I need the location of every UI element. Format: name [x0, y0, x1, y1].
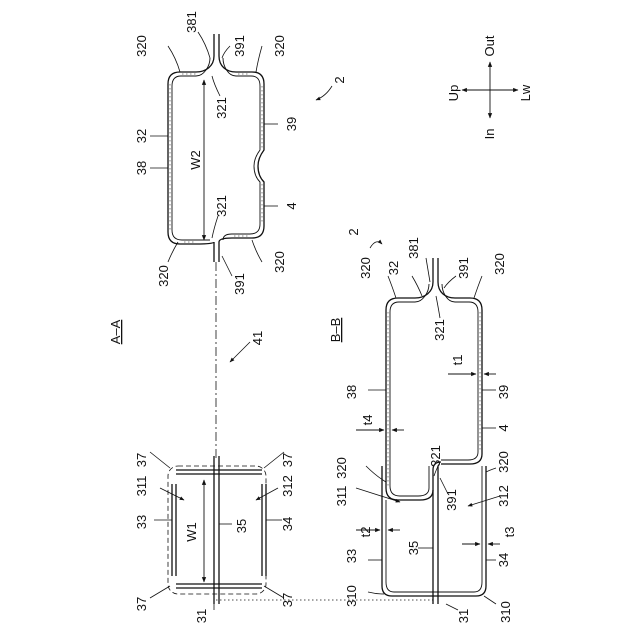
label-t4: t4 [360, 415, 375, 426]
section-aa-title: A–A [108, 319, 123, 344]
label-391-b1: 391 [456, 257, 471, 279]
label-32-a: 32 [134, 129, 149, 143]
label-320-a1: 320 [134, 35, 149, 57]
label-t2: t2 [358, 527, 373, 538]
label-312-a: 312 [280, 475, 295, 497]
label-t1: t1 [450, 355, 465, 366]
label-320-a4: 320 [272, 251, 287, 273]
section-bb-title: B–B [328, 318, 343, 343]
label-2-a: 2 [332, 76, 347, 83]
label-391-a2: 391 [232, 273, 247, 295]
label-320-b3: 320 [334, 457, 349, 479]
label-381-a: 381 [184, 11, 199, 33]
direction-in-label: In [482, 129, 497, 140]
label-310-b1: 310 [344, 585, 359, 607]
label-4-a: 4 [284, 202, 299, 209]
label-321-b2: 321 [428, 445, 443, 467]
label-391-a1: 391 [232, 35, 247, 57]
label-320-a3: 320 [156, 265, 171, 287]
label-310-b2: 310 [498, 601, 513, 623]
label-320-b2: 320 [492, 253, 507, 275]
direction-up-label: Up [446, 85, 461, 102]
label-38-a: 38 [134, 161, 149, 175]
label-35-b: 35 [406, 541, 421, 555]
label-321-a1: 321 [214, 97, 229, 119]
label-320-b4: 320 [496, 451, 511, 473]
bb-outer-member-39 [438, 282, 482, 464]
label-37-a3: 37 [134, 597, 149, 611]
aa-inner-member-38 [168, 56, 214, 244]
reference-labels: A–A B–B 320 381 391 320 321 32 38 W2 39 … [108, 11, 517, 623]
label-38-b: 38 [344, 385, 359, 399]
label-37-a2: 37 [280, 453, 295, 467]
label-t3: t3 [502, 527, 517, 538]
label-32-b: 32 [386, 261, 401, 275]
label-34-b: 34 [496, 553, 511, 567]
label-41: 41 [250, 331, 265, 345]
label-320-b1: 320 [358, 257, 373, 279]
label-33-b: 33 [344, 549, 359, 563]
label-4-b: 4 [496, 424, 511, 431]
label-37-a4: 37 [280, 593, 295, 607]
label-33-a: 33 [134, 515, 149, 529]
aa-dashed-outline [168, 466, 266, 594]
label-321-b1: 321 [432, 319, 447, 341]
aa-lower-profile [160, 456, 278, 604]
label-320-a2: 320 [272, 35, 287, 57]
label-35-a: 35 [234, 519, 249, 533]
label-321-a2: 321 [214, 195, 229, 217]
label-311-a: 311 [134, 476, 149, 497]
bb-profile [356, 258, 500, 604]
label-37-a1: 37 [134, 453, 149, 467]
label-2-b: 2 [346, 228, 361, 235]
label-31-b: 31 [456, 609, 471, 623]
label-31-a: 31 [194, 609, 209, 623]
direction-lw-label: Lw [518, 84, 533, 101]
label-w1: W1 [184, 522, 199, 542]
label-311-b: 311 [334, 486, 349, 507]
label-34-a: 34 [280, 517, 295, 531]
label-39-a: 39 [284, 117, 299, 131]
label-381-b: 381 [406, 237, 421, 259]
direction-out-label: Out [482, 35, 497, 56]
direction-compass: Up Out In Lw [446, 35, 533, 139]
aa-upper-profile [168, 34, 264, 262]
label-391-b2: 391 [444, 489, 459, 511]
bb-lower-member-31 [382, 466, 486, 596]
label-39-b: 39 [496, 385, 511, 399]
label-w2: W2 [188, 150, 203, 170]
label-312-b: 312 [496, 485, 511, 507]
